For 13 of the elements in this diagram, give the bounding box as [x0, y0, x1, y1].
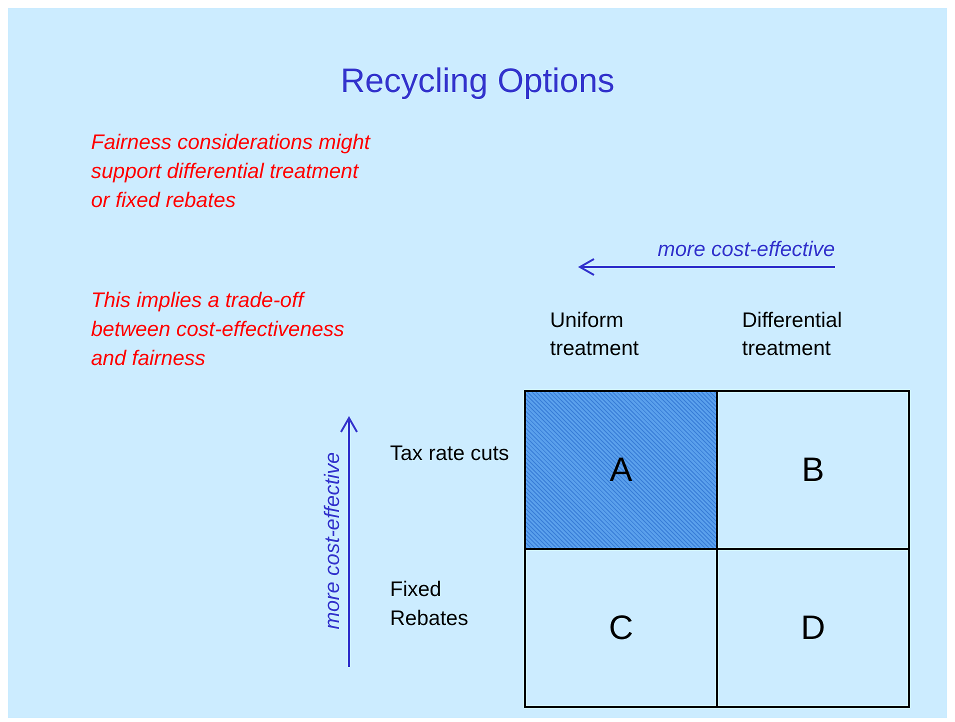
- axis-label: more cost-effective: [656, 237, 835, 263]
- axis-label: more cost-effective: [320, 452, 345, 632]
- note-text: This implies a trade-off between cost-effectiveness and fairness: [91, 288, 346, 372]
- matrix-cell: B: [716, 390, 910, 550]
- header-label: Differential treatment: [742, 308, 843, 362]
- note-text: Fairness considerations might support differential treatment or fixed rebates: [91, 130, 371, 214]
- title: Recycling Options: [339, 61, 616, 102]
- header-label: Fixed Rebates: [390, 577, 470, 632]
- matrix-cell: C: [524, 548, 718, 708]
- header-label: Uniform treatment: [550, 308, 640, 362]
- matrix-cell: D: [716, 548, 910, 708]
- header-label: Tax rate cuts: [390, 441, 510, 467]
- highlighted-cell: A: [524, 390, 718, 550]
